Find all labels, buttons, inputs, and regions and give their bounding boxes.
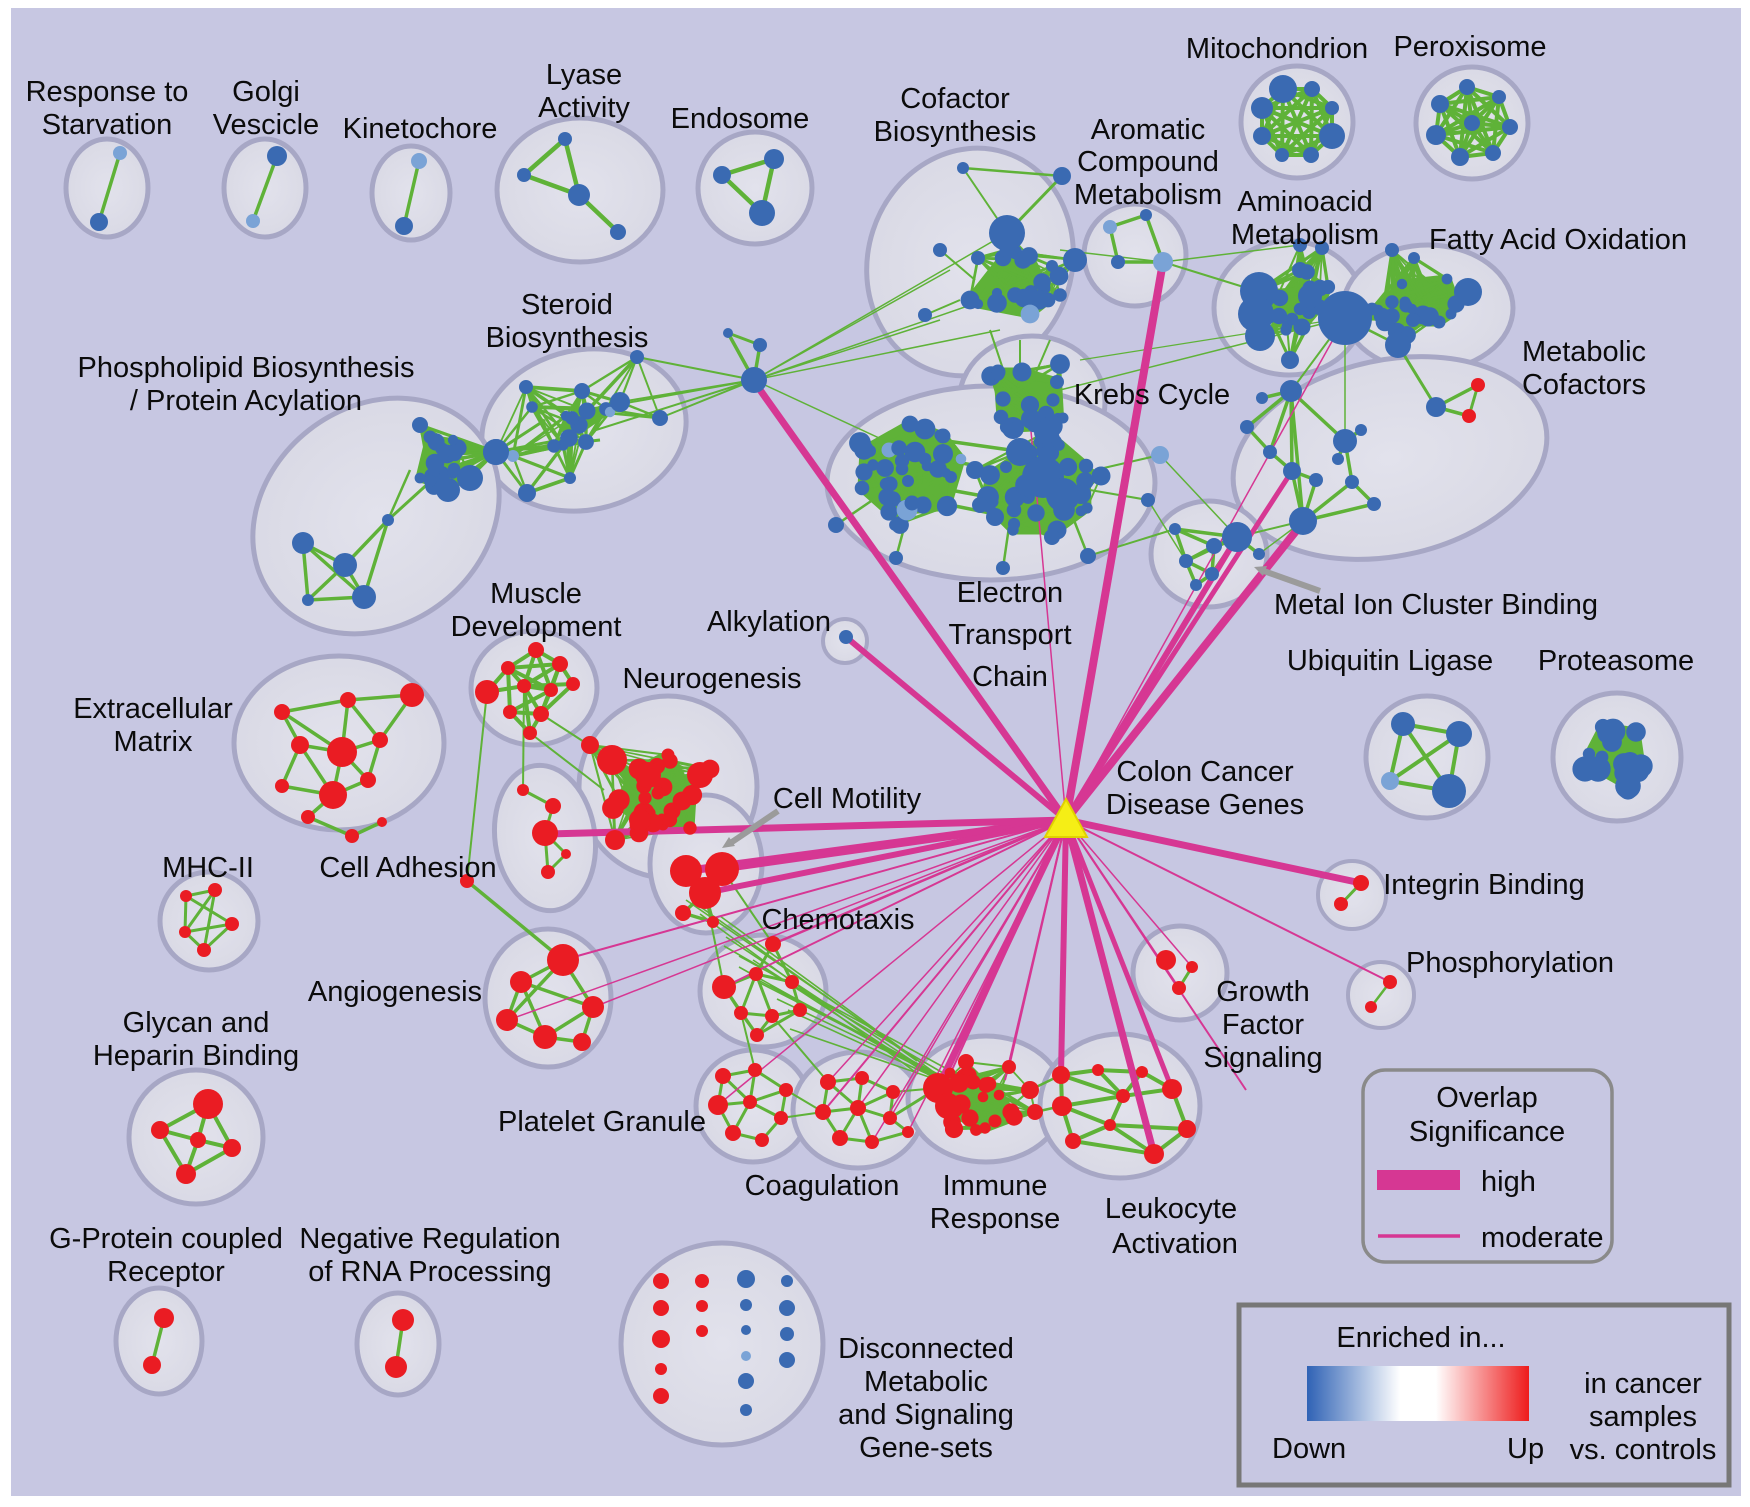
- svg-text:Muscle: Muscle: [490, 578, 582, 610]
- svg-text:Negative Regulation: Negative Regulation: [299, 1223, 560, 1255]
- svg-text:Down: Down: [1272, 1433, 1346, 1465]
- svg-text:Metabolism: Metabolism: [1074, 179, 1222, 211]
- svg-text:high: high: [1481, 1166, 1536, 1198]
- svg-text:/ Protein Acylation: / Protein Acylation: [130, 385, 362, 417]
- svg-text:Vescicle: Vescicle: [213, 109, 319, 141]
- svg-text:Extracellular: Extracellular: [73, 693, 233, 725]
- svg-text:Heparin Binding: Heparin Binding: [93, 1040, 299, 1072]
- svg-text:Response to: Response to: [26, 76, 189, 108]
- svg-text:Signaling: Signaling: [1203, 1042, 1322, 1074]
- svg-text:Peroxisome: Peroxisome: [1393, 31, 1546, 63]
- svg-text:Gene-sets: Gene-sets: [859, 1432, 993, 1464]
- svg-text:Cell Motility: Cell Motility: [773, 783, 922, 815]
- svg-text:Up: Up: [1507, 1433, 1544, 1465]
- svg-text:Chain: Chain: [972, 661, 1048, 693]
- svg-text:Colon Cancer: Colon Cancer: [1116, 756, 1294, 788]
- svg-text:moderate: moderate: [1481, 1222, 1604, 1254]
- svg-text:Response: Response: [930, 1203, 1061, 1235]
- svg-text:Aminoacid: Aminoacid: [1237, 186, 1372, 218]
- svg-text:Mitochondrion: Mitochondrion: [1186, 33, 1368, 65]
- svg-text:Ubiquitin Ligase: Ubiquitin Ligase: [1287, 645, 1493, 677]
- svg-text:Fatty Acid Oxidation: Fatty Acid Oxidation: [1429, 224, 1687, 256]
- svg-text:Immune: Immune: [943, 1170, 1048, 1202]
- svg-text:Transport: Transport: [948, 619, 1071, 651]
- svg-text:Cell Adhesion: Cell Adhesion: [319, 852, 496, 884]
- svg-text:Coagulation: Coagulation: [745, 1170, 900, 1202]
- svg-text:Activation: Activation: [1112, 1228, 1238, 1260]
- svg-text:Disconnected: Disconnected: [838, 1333, 1014, 1365]
- svg-text:Compound: Compound: [1077, 146, 1219, 178]
- svg-text:Significance: Significance: [1409, 1116, 1565, 1148]
- svg-text:Phosphorylation: Phosphorylation: [1406, 947, 1614, 979]
- svg-text:Matrix: Matrix: [114, 726, 193, 758]
- svg-text:Growth: Growth: [1216, 976, 1309, 1008]
- svg-text:Metal Ion Cluster Binding: Metal Ion Cluster Binding: [1274, 589, 1598, 621]
- svg-text:Cofactor: Cofactor: [900, 83, 1010, 115]
- svg-text:Receptor: Receptor: [107, 1256, 225, 1288]
- svg-text:of RNA Processing: of RNA Processing: [308, 1256, 551, 1288]
- svg-text:Cofactors: Cofactors: [1522, 369, 1646, 401]
- svg-text:Metabolic: Metabolic: [1522, 336, 1646, 368]
- svg-text:samples: samples: [1589, 1401, 1697, 1433]
- svg-text:Disease Genes: Disease Genes: [1106, 789, 1304, 821]
- svg-text:Biosynthesis: Biosynthesis: [874, 116, 1037, 148]
- svg-text:Development: Development: [451, 611, 622, 643]
- svg-text:Starvation: Starvation: [42, 109, 173, 141]
- svg-text:Alkylation: Alkylation: [707, 606, 831, 638]
- svg-text:Electron: Electron: [957, 577, 1063, 609]
- svg-text:and Signaling: and Signaling: [838, 1399, 1014, 1431]
- svg-text:Activity: Activity: [538, 92, 630, 124]
- svg-text:Phospholipid Biosynthesis: Phospholipid Biosynthesis: [78, 352, 415, 384]
- svg-text:Metabolic: Metabolic: [864, 1366, 988, 1398]
- svg-text:Biosynthesis: Biosynthesis: [486, 322, 649, 354]
- svg-text:Steroid: Steroid: [521, 289, 613, 321]
- svg-text:Leukocyte: Leukocyte: [1105, 1193, 1237, 1225]
- svg-text:Aromatic: Aromatic: [1091, 114, 1205, 146]
- svg-text:Chemotaxis: Chemotaxis: [761, 904, 914, 936]
- svg-text:MHC-II: MHC-II: [162, 852, 254, 884]
- svg-text:Factor: Factor: [1222, 1009, 1305, 1041]
- svg-text:Neurogenesis: Neurogenesis: [623, 663, 802, 695]
- svg-text:in cancer: in cancer: [1584, 1368, 1702, 1400]
- svg-text:Golgi: Golgi: [232, 76, 300, 108]
- svg-text:vs. controls: vs. controls: [1570, 1434, 1717, 1466]
- svg-text:Enriched in...: Enriched in...: [1336, 1322, 1505, 1354]
- svg-text:Proteasome: Proteasome: [1538, 645, 1694, 677]
- svg-text:Metabolism: Metabolism: [1231, 219, 1379, 251]
- svg-text:Glycan and: Glycan and: [123, 1007, 270, 1039]
- svg-text:Endosome: Endosome: [671, 103, 810, 135]
- svg-text:Overlap: Overlap: [1436, 1082, 1538, 1114]
- svg-text:Integrin Binding: Integrin Binding: [1383, 869, 1585, 901]
- svg-text:Krebs Cycle: Krebs Cycle: [1074, 379, 1230, 411]
- svg-text:Angiogenesis: Angiogenesis: [308, 976, 482, 1008]
- svg-text:Kinetochore: Kinetochore: [343, 113, 498, 145]
- svg-text:Lyase: Lyase: [546, 59, 622, 91]
- svg-text:G-Protein coupled: G-Protein coupled: [49, 1223, 283, 1255]
- svg-text:Platelet Granule: Platelet Granule: [498, 1106, 706, 1138]
